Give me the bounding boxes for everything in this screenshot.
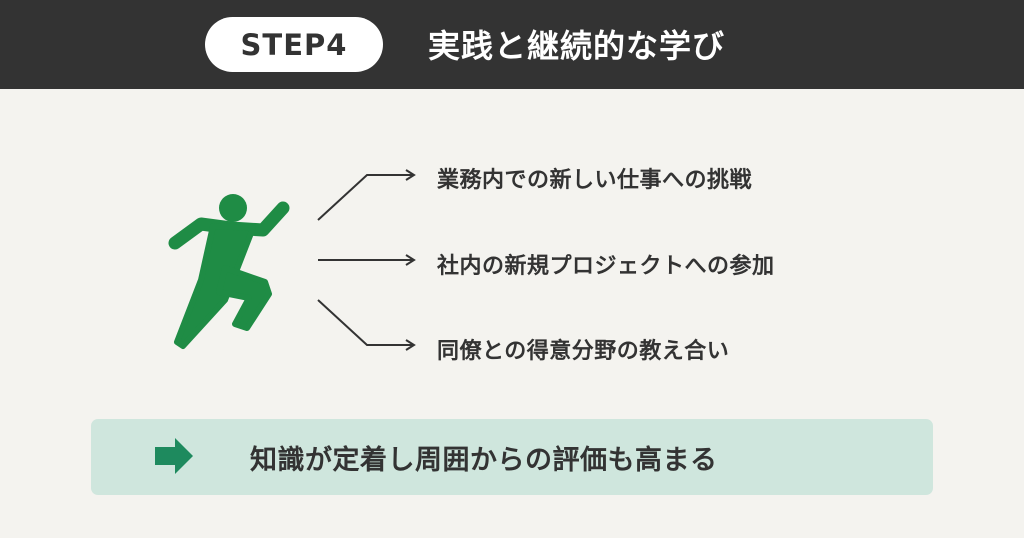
arrow-right-icon [155,438,193,474]
action-item: 業務内での新しい仕事への挑戦 [437,168,753,193]
action-item: 同僚との得意分野の教え合い [437,339,730,364]
running-person-icon [168,194,290,349]
page-title: 実践と継続的な学び [428,27,726,65]
result-text: 知識が定着し周囲からの評価も高まる [250,444,718,476]
step-badge: STEP4 [205,17,383,72]
branch-connectors [317,169,416,351]
result-box [91,419,933,495]
action-item: 社内の新規プロジェクトへの参加 [437,254,775,279]
header-bar: STEP4 実践と継続的な学び [0,0,1024,89]
